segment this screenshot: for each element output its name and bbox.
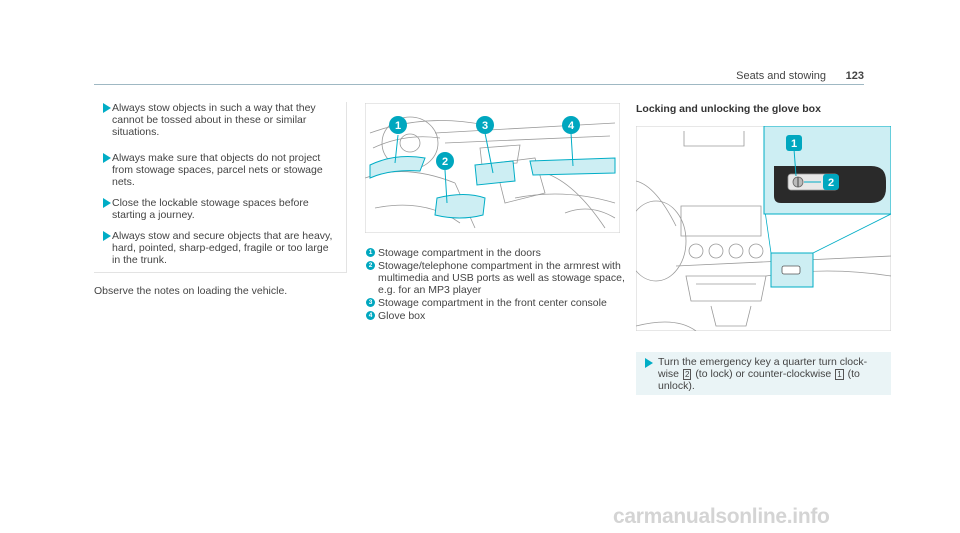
- legend-text: Stowage compartment in the front center …: [378, 297, 607, 309]
- arrow-icon: [103, 198, 111, 208]
- instruction-step: Turn the emergency key a quarter turn cl…: [636, 352, 891, 395]
- observe-note: Observe the notes on loading the vehicle…: [94, 285, 288, 297]
- callout-1: 1: [791, 138, 797, 150]
- key-reference-2: 2: [682, 369, 692, 380]
- warning-item: Always stow and secure objects that are …: [103, 230, 337, 266]
- legend-item: 4 Glove box: [366, 310, 626, 322]
- arrow-icon: [103, 231, 111, 241]
- legend-text: Stowage/telephone compartment in the arm…: [378, 260, 625, 296]
- legend-text: Glove box: [378, 310, 426, 322]
- legend-number: 1: [366, 248, 375, 257]
- callout-2: 2: [828, 177, 834, 189]
- watermark: carmanualsonline.info: [613, 505, 830, 528]
- legend-item: 3 Stowage compartment in the front cente…: [366, 297, 626, 309]
- arrow-icon: [103, 103, 111, 113]
- section-heading: Locking and unlocking the glove box: [636, 103, 821, 115]
- warning-item: Always make sure that objects do not pro…: [103, 152, 337, 188]
- warning-item: Always stow objects in such a way that t…: [103, 102, 337, 138]
- legend-item: 2 Stowage/telephone compartment in the a…: [366, 260, 626, 296]
- figure1-callouts: 1 2 3 4: [389, 116, 580, 170]
- arrow-icon: [645, 358, 653, 368]
- key-reference-1: 1: [835, 369, 844, 380]
- section-title: Seats and stowing: [736, 70, 826, 82]
- glove-callouts: 1 2: [786, 135, 839, 190]
- legend-item: 1 Stowage compartment in the doors: [366, 247, 626, 259]
- legend-number: 4: [366, 311, 375, 320]
- page-header: Seats and stowing 123: [94, 70, 864, 84]
- warning-item: Close the lockable stowage spaces before…: [103, 197, 337, 221]
- legend-text: Stowage compartment in the doors: [378, 247, 541, 259]
- legend-number: 3: [366, 298, 375, 307]
- arrow-icon: [103, 153, 111, 163]
- glove-box-illustration: 1 2: [636, 126, 891, 331]
- page-number: 123: [845, 70, 864, 82]
- callout-4: 4: [568, 120, 575, 132]
- callout-3: 3: [482, 120, 488, 132]
- figure-legend: 1 Stowage compartment in the doors 2 Sto…: [366, 247, 626, 323]
- callout-2: 2: [442, 156, 448, 168]
- callout-1: 1: [395, 120, 401, 132]
- interior-stowage-illustration: 1 2 3 4: [365, 103, 620, 233]
- header-divider: [94, 84, 864, 85]
- warning-box: Always stow objects in such a way that t…: [94, 102, 347, 273]
- legend-number: 2: [366, 261, 375, 270]
